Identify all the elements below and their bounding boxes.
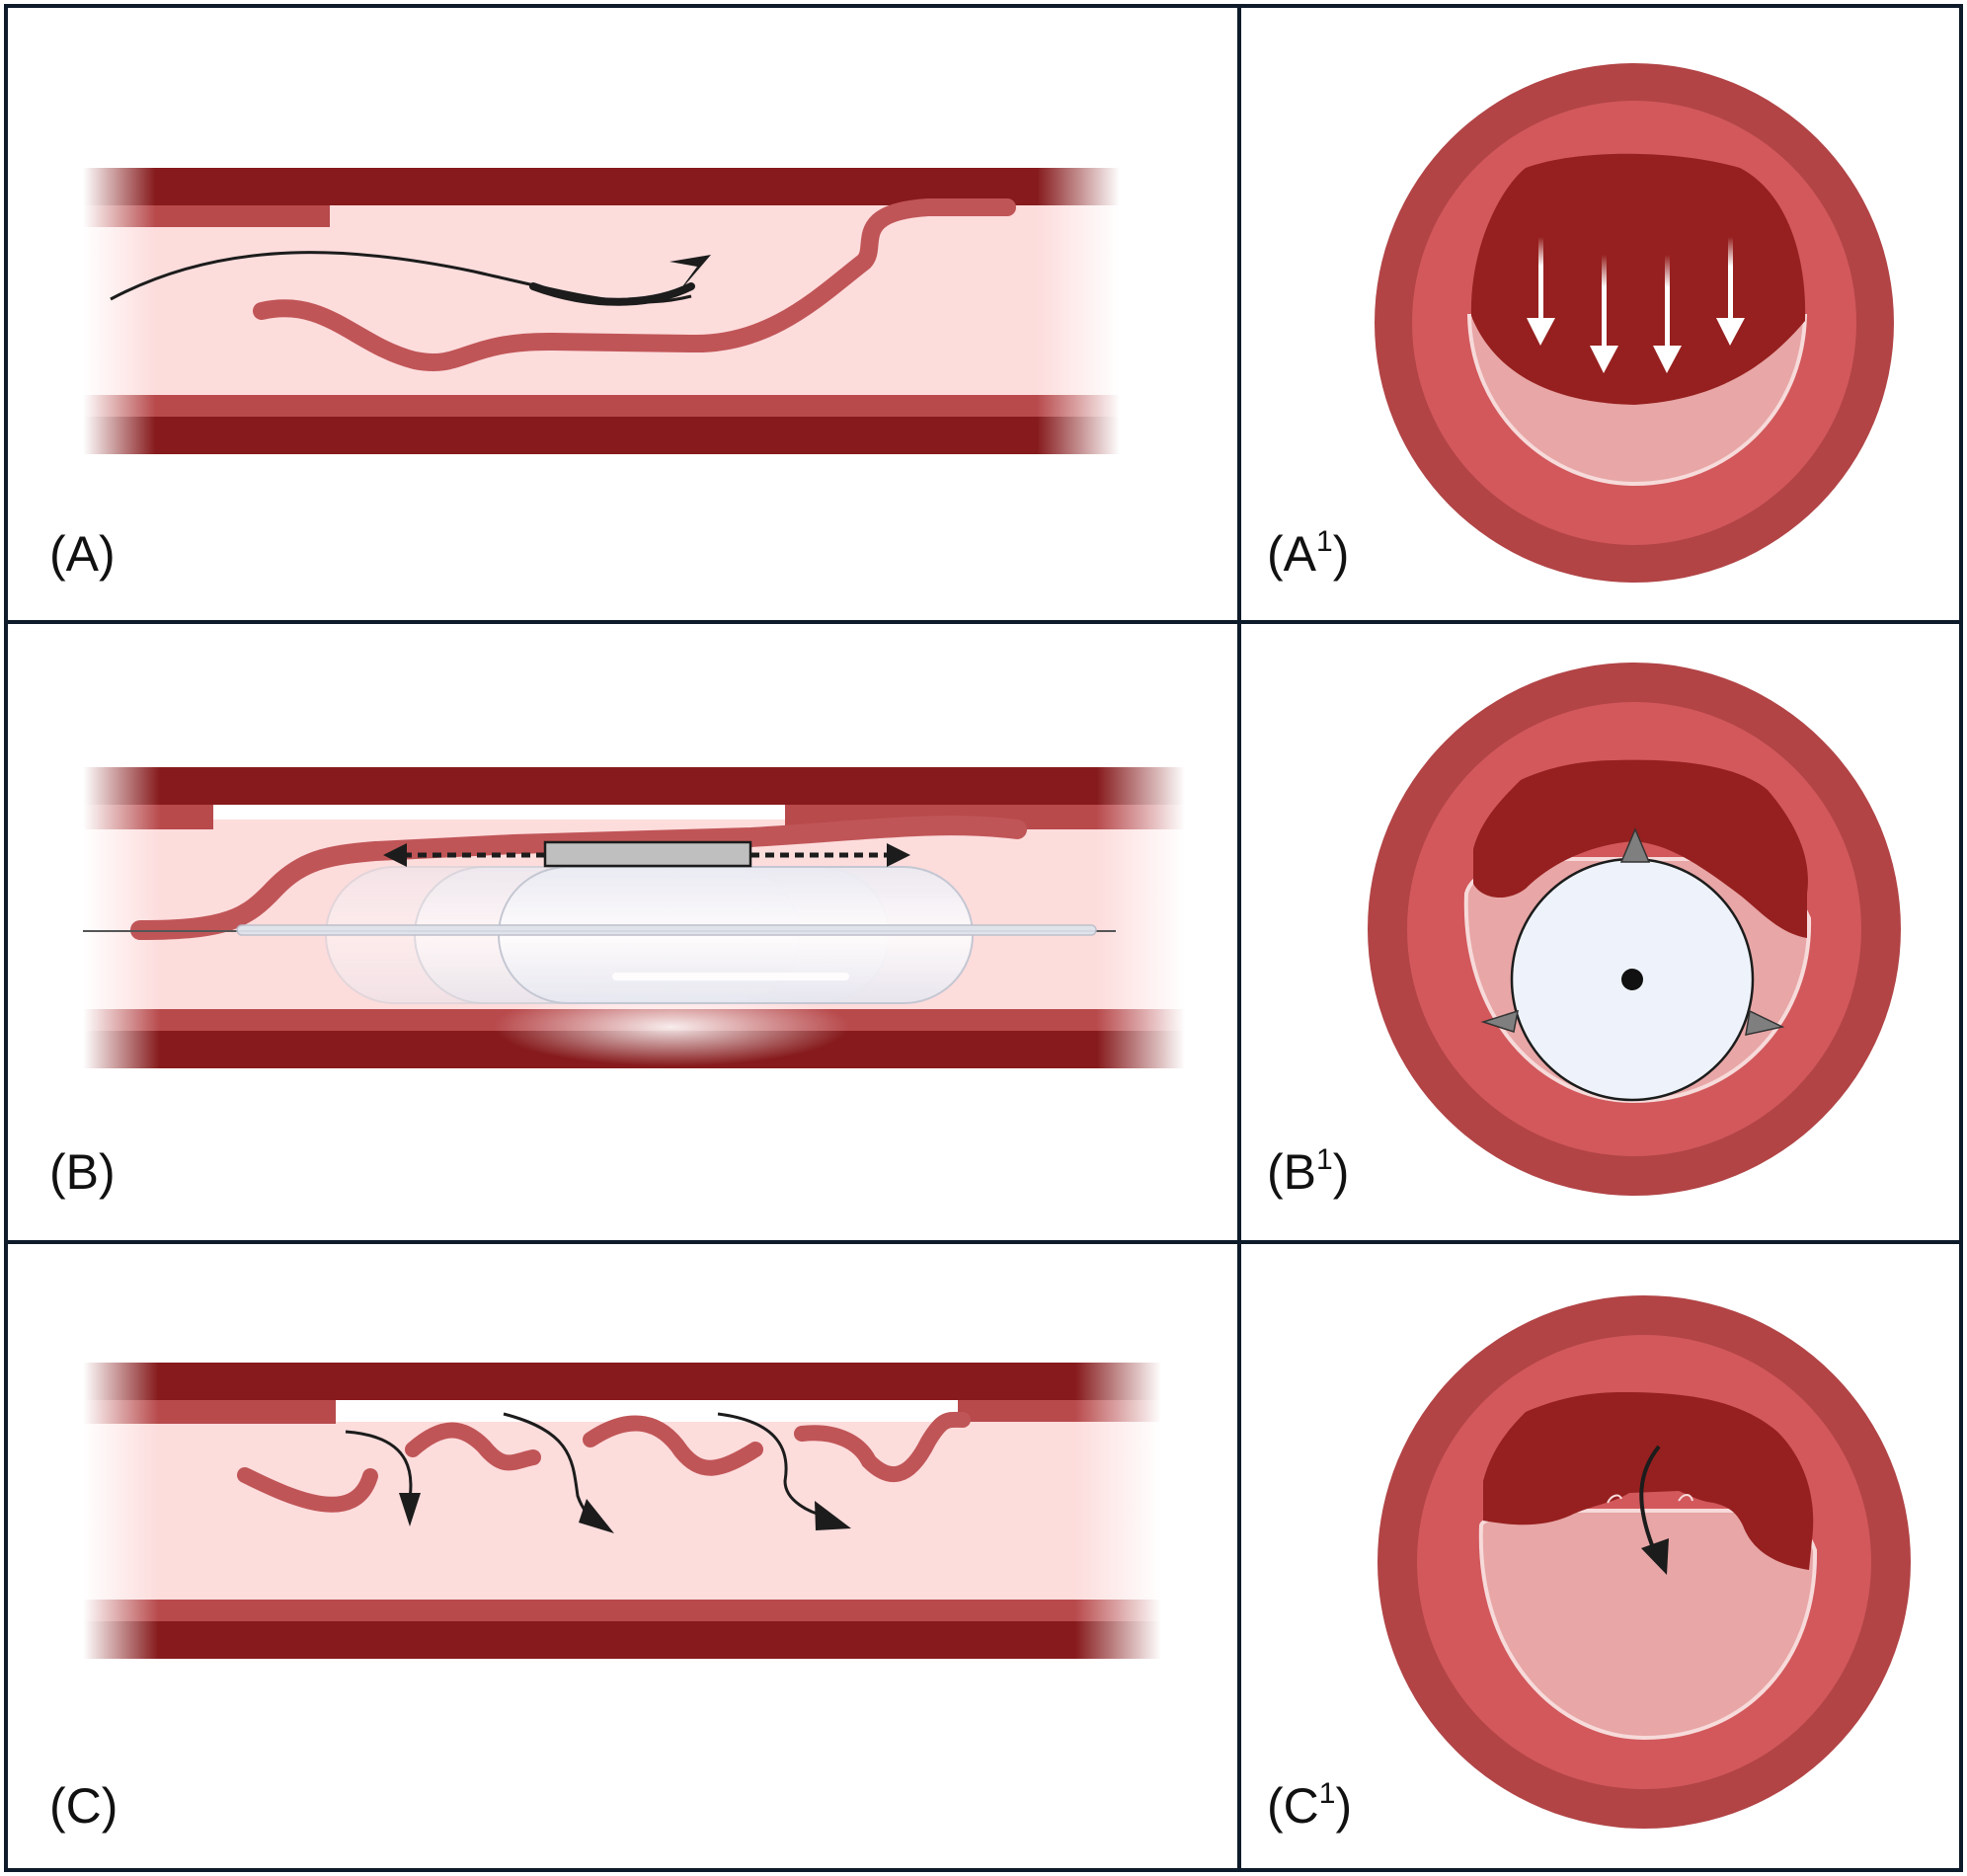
panel-label-a1: (A1)	[1267, 525, 1349, 582]
blade-icon	[543, 840, 752, 868]
panel-label-c1: (C1)	[1267, 1777, 1352, 1834]
down-arrow-icon	[1527, 237, 1745, 373]
intimal-flap	[237, 1411, 971, 1513]
panel-label-b1: (B1)	[1267, 1143, 1349, 1200]
intimal-flap	[253, 198, 1016, 372]
arrow-head-icon	[669, 255, 711, 296]
blade-icon	[1480, 1009, 1519, 1033]
curved-arrow-icon	[1639, 1445, 1661, 1551]
flap-cross	[1470, 153, 1806, 405]
panel-label-a: (A)	[49, 526, 116, 582]
intimal-flap	[130, 816, 1027, 940]
panel-label-b: (B)	[49, 1144, 116, 1200]
blade-icon	[1745, 1009, 1785, 1036]
panel-label-c: (C)	[49, 1778, 118, 1834]
blade-icon	[1619, 827, 1651, 863]
panel-a-vessel	[83, 168, 1120, 454]
panel-grid	[4, 4, 1963, 1872]
flap-cross	[1473, 759, 1808, 938]
flap-cross	[1483, 1392, 1814, 1570]
panel-b1-cross-section	[1368, 663, 1901, 1196]
panel-c-vessel	[83, 1363, 1161, 1659]
panel-c1-cross-section	[1377, 1295, 1911, 1829]
cutting-balloon	[236, 866, 1097, 1004]
dot-icon	[1621, 969, 1643, 990]
panel-b-vessel	[83, 767, 1185, 1068]
panel-a1-cross-section	[1375, 63, 1894, 583]
